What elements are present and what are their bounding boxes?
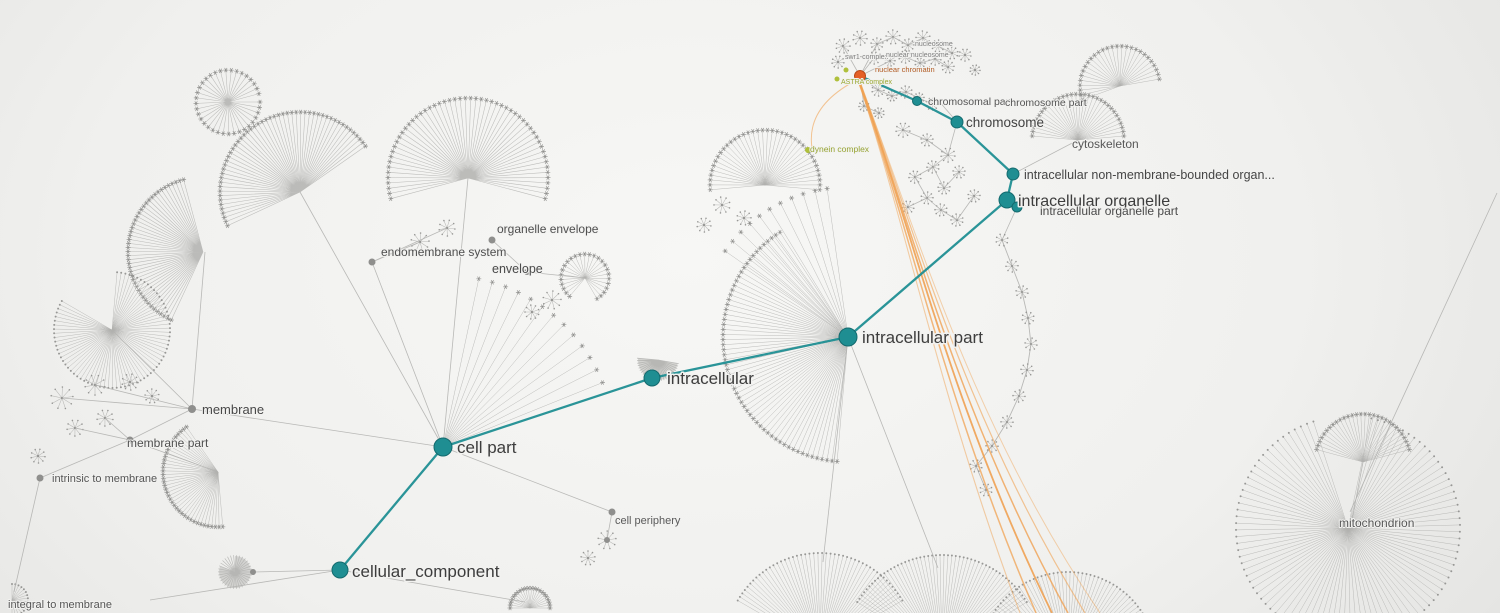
layer-chains [969, 233, 1038, 497]
node-intracellular-organelle[interactable] [998, 191, 1016, 209]
cluster-dots [387, 97, 549, 200]
label-chromosome[interactable]: chromosome [965, 114, 1045, 131]
cluster-fan [709, 130, 821, 191]
node-highlight-green[interactable] [843, 67, 849, 73]
cluster-fan [722, 232, 849, 462]
layer-flowers [30, 29, 981, 566]
chain-flower-rays [970, 234, 1037, 496]
cluster-tips [217, 109, 368, 229]
cluster-fan [510, 588, 550, 609]
highlight-edge-orange [859, 81, 1086, 613]
label-chromosome-part[interactable]: chromosome part [1004, 96, 1088, 110]
cluster-fan [724, 188, 849, 338]
highlight-edge-orange [858, 80, 1069, 613]
layer-edges [13, 36, 1498, 603]
term-node-small[interactable] [604, 537, 610, 543]
cluster-fan [1032, 94, 1124, 141]
layer-orange [810, 79, 1101, 613]
cluster-dots [219, 111, 367, 227]
label-integral-to-membrane: integral to membrane [8, 599, 112, 611]
label-nuclear-nucleosome: nuclear nucleosome [886, 52, 949, 59]
graph-edges-gray [13, 36, 1498, 603]
term-node-small[interactable] [188, 405, 196, 413]
node-intracellular-organelle-part[interactable] [1011, 201, 1023, 213]
cluster-fan [195, 70, 260, 135]
node-cell-part[interactable] [433, 437, 453, 457]
label-cell-part[interactable]: cell part [456, 437, 519, 459]
label-nucleosome: nucleosome [915, 41, 953, 48]
node-chromosomal-part[interactable] [912, 96, 922, 106]
cluster-dots [1235, 417, 1461, 613]
label-membrane: membrane [202, 402, 264, 417]
label-cytoskeleton: cytoskeleton [1072, 137, 1139, 151]
highlight-edge-orange [857, 79, 1021, 613]
term-node-small[interactable] [250, 569, 256, 575]
label-intracellular[interactable]: intracellular [666, 368, 756, 390]
label-dynein-complex: dynein complex [810, 144, 870, 154]
layer-clusters [11, 43, 1461, 613]
label-intracellular-part[interactable]: intracellular part [861, 327, 985, 349]
cluster-fan [1316, 413, 1410, 463]
cluster-fan [737, 552, 903, 613]
layer-labels: cellular_component cell part intracellular… [7, 40, 1415, 612]
highlight-edge-orange [857, 79, 1037, 613]
flower-rays [31, 29, 981, 565]
cluster-dots [992, 571, 1144, 613]
cluster-fan [1079, 45, 1160, 100]
cluster-fan [217, 555, 252, 589]
label-swr1-complex: swr1-complex [845, 54, 889, 61]
node-highlight-green[interactable] [834, 76, 840, 82]
cluster-fan [127, 179, 204, 321]
node-highlight-green[interactable] [805, 147, 811, 153]
node-cellular-component[interactable] [331, 561, 349, 579]
node-intracellular[interactable] [643, 369, 661, 387]
cluster-fan [857, 554, 1027, 613]
cluster-fan [995, 571, 1141, 613]
label-non-membrane-bounded-organelle[interactable]: intracellular non-membrane-bounded organ… [1023, 167, 1276, 183]
label-envelope: envelope [492, 262, 543, 276]
cluster-dots [1315, 413, 1411, 451]
node-intracellular-part[interactable] [838, 327, 858, 347]
term-node-small[interactable] [368, 258, 376, 266]
node-non-membrane-bounded-organelle[interactable] [1006, 167, 1020, 181]
label-intracellular-organelle[interactable]: intracellular organelle [1017, 192, 1172, 212]
term-node-small[interactable] [126, 436, 134, 444]
term-node-small[interactable] [488, 236, 496, 244]
cluster-fan [1235, 418, 1461, 613]
cluster-fan [219, 111, 366, 227]
cluster-fan [560, 253, 610, 299]
label-membrane-part: membrane part [127, 436, 209, 450]
term-node-small[interactable] [608, 508, 616, 516]
term-node-small[interactable] [524, 269, 530, 275]
label-cell-periphery: cell periphery [615, 515, 681, 527]
cluster-dots [1079, 45, 1161, 101]
node-chromosome[interactable] [950, 115, 964, 129]
label-organelle-envelope: organelle envelope [497, 222, 599, 236]
label-astra-complex: ASTRA complex [841, 79, 892, 86]
layer-nodes [36, 67, 1023, 579]
highlight-edge-orange [859, 81, 1101, 613]
label-nuclear-chromatin: nuclear chromatin [875, 65, 935, 74]
highlight-edge-orange [810, 81, 854, 149]
cluster-fan [11, 584, 28, 613]
label-intracellular-organelle-part[interactable]: intracellular organelle part [1039, 203, 1180, 219]
term-node-small[interactable] [36, 474, 44, 482]
label-endomembrane-system: endomembrane system [381, 245, 506, 259]
cluster-fan [162, 426, 224, 528]
cluster-fan [442, 278, 603, 448]
label-cellular-component[interactable]: cellular_component [351, 561, 502, 583]
cluster-fan [387, 97, 549, 199]
node-selected-term[interactable] [854, 70, 866, 82]
label-intrinsic-to-membrane: intrinsic to membrane [52, 473, 157, 485]
highlighted-path-teal [338, 74, 1019, 572]
cluster-fan [53, 272, 171, 389]
label-chromosomal-part[interactable]: chromosomal part [927, 95, 1013, 109]
layer-teal [338, 74, 1019, 572]
label-mitochondrion: mitochondrion [1339, 516, 1414, 530]
